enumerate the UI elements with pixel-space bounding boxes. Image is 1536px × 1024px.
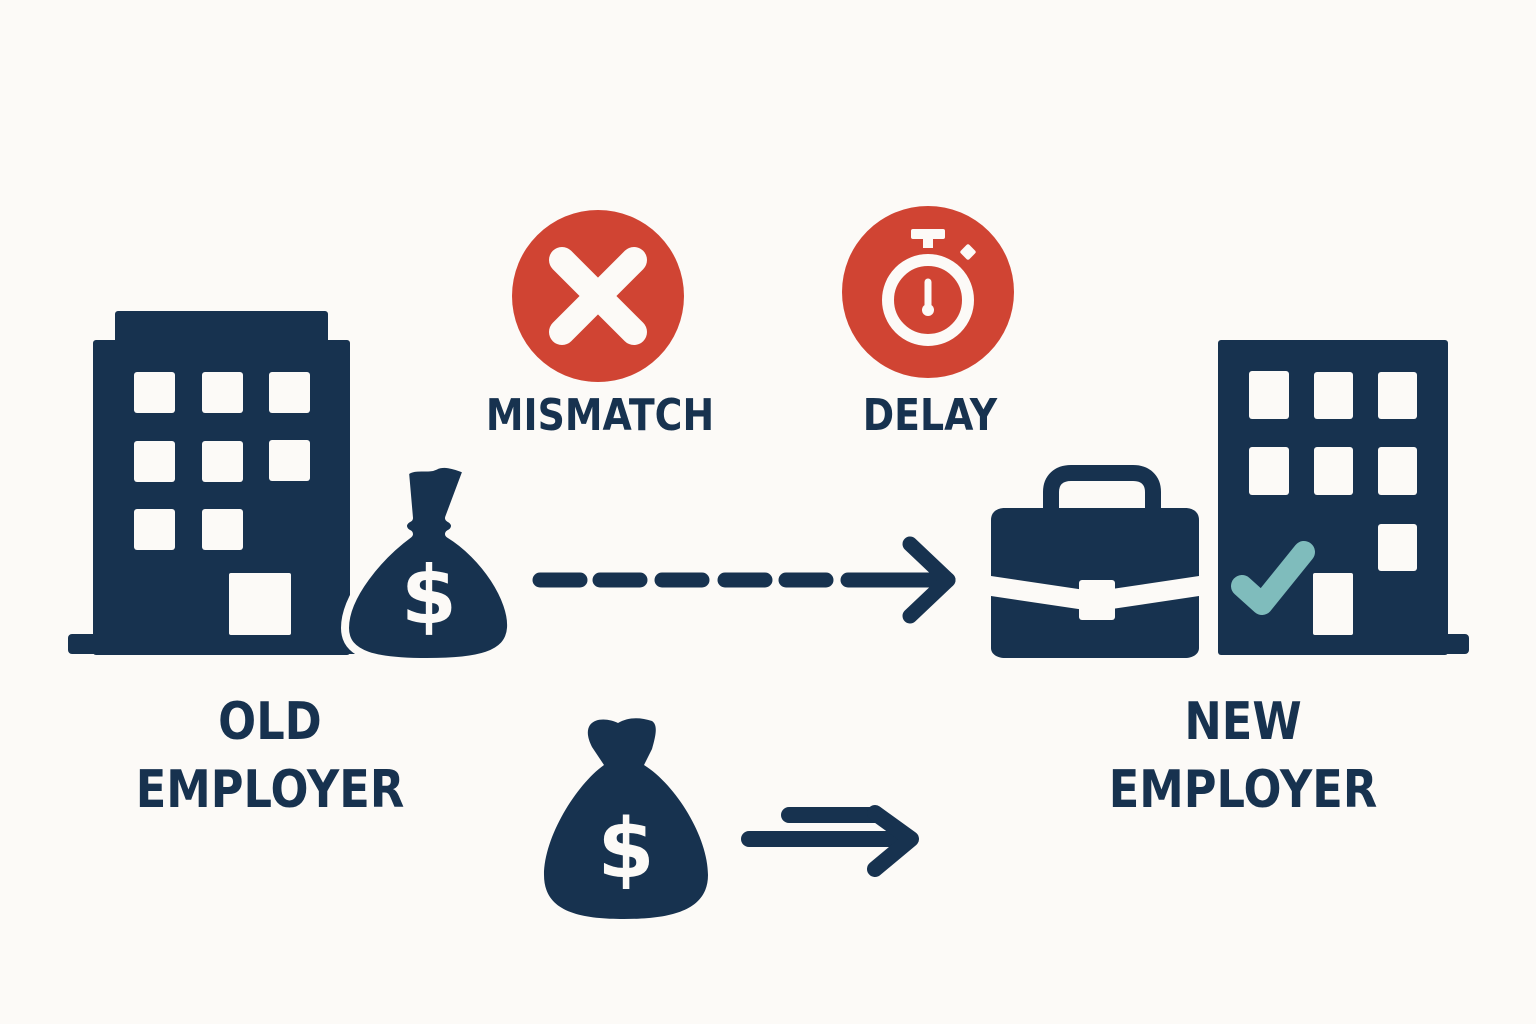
- delay-issue: DELAY: [800, 200, 1060, 450]
- new-employer-label-line1: NEW: [1184, 692, 1302, 752]
- old-money-bag-icon: $: [341, 459, 516, 666]
- svg-text:$: $: [597, 802, 654, 897]
- new-employer-label-line2: EMPLOYER: [1108, 760, 1378, 820]
- mismatch-label: MISMATCH: [485, 390, 715, 441]
- old-employer-label-line1: OLD: [218, 692, 322, 752]
- dashed-arrow-right-icon: [532, 536, 956, 624]
- x-circle-icon: [512, 210, 684, 382]
- double-line-arrow-right-icon: [741, 805, 919, 877]
- bottom-money-bag-icon: $: [544, 718, 708, 919]
- stopwatch-icon: [842, 206, 1014, 378]
- briefcase-icon: [991, 465, 1199, 658]
- checkmark-icon: [1231, 541, 1315, 615]
- svg-text:$: $: [401, 549, 457, 642]
- delay-label: DELAY: [862, 390, 998, 441]
- mismatch-issue: MISMATCH: [470, 200, 730, 450]
- old-employer-label-line2: EMPLOYER: [135, 760, 405, 820]
